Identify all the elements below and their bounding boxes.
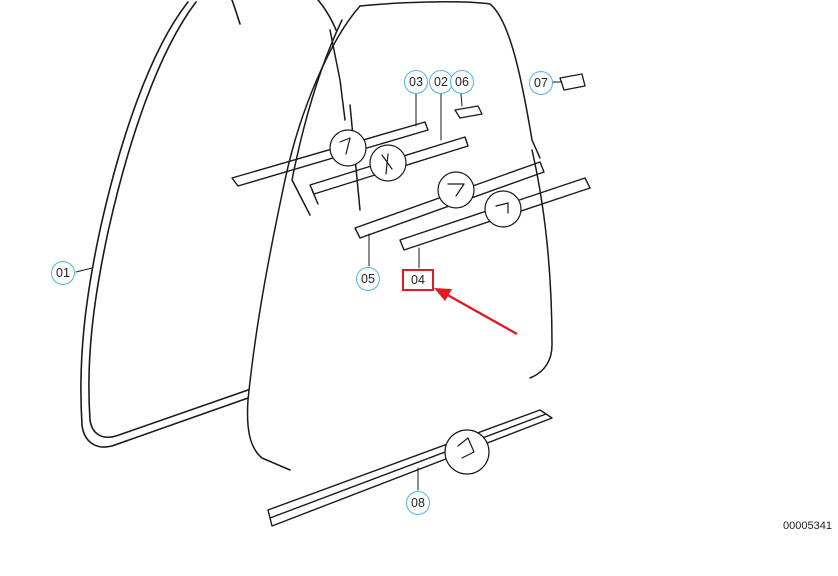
callout-label: 07 <box>534 76 548 90</box>
clip-06 <box>454 105 483 119</box>
callout-04[interactable]: 04 <box>402 269 434 291</box>
callout-label: 02 <box>434 75 448 89</box>
callout-03[interactable]: 03 <box>404 70 428 94</box>
door-frame-seal <box>80 0 337 448</box>
callout-label: 03 <box>409 75 423 89</box>
callout-label: 05 <box>361 272 375 286</box>
callout-05[interactable]: 05 <box>356 267 380 291</box>
callout-07[interactable]: 07 <box>529 71 553 95</box>
catalog-number: 00005341 <box>783 520 832 532</box>
highlight-arrow <box>434 288 518 336</box>
callout-01[interactable]: 01 <box>51 261 75 285</box>
callout-label: 08 <box>411 496 425 510</box>
belt-mouldings <box>354 161 591 251</box>
callout-label: 01 <box>56 266 70 280</box>
callout-label: 04 <box>411 273 425 287</box>
door-panel <box>246 1 553 471</box>
callout-06[interactable]: 06 <box>450 70 474 94</box>
callout-label: 06 <box>455 75 469 89</box>
leader-lines <box>75 81 563 491</box>
callout-08[interactable]: 08 <box>406 491 430 515</box>
section-details <box>329 129 522 475</box>
clip-07 <box>559 73 586 91</box>
